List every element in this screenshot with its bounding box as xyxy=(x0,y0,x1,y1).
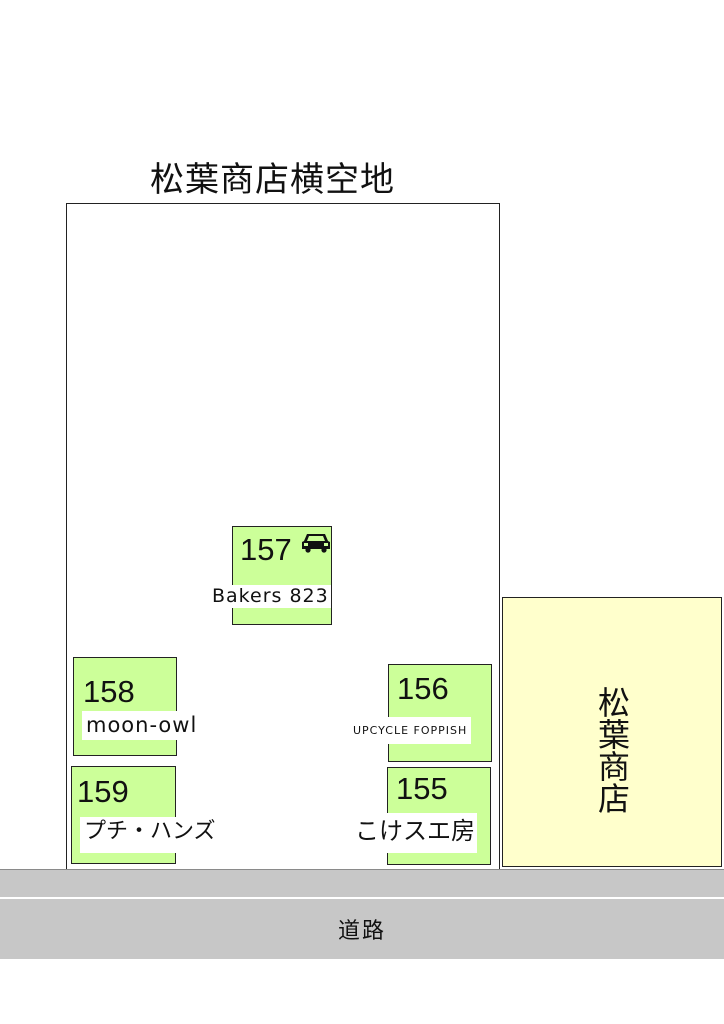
stall-number: 158 xyxy=(83,674,135,709)
stall-name: Bakers 823 xyxy=(210,585,331,608)
stall-157[interactable]: 157 Bakers 823 xyxy=(210,526,332,625)
road: 道路 xyxy=(0,899,724,959)
stall-name: プチ・ハンズ xyxy=(80,817,220,853)
shop-building[interactable]: 松葉商店 xyxy=(502,597,722,867)
stall-number: 159 xyxy=(77,774,129,809)
stall-name: moon-owl xyxy=(82,711,202,740)
road-divider xyxy=(0,897,724,899)
stall-155[interactable]: 155 こけスエ房 xyxy=(353,767,491,865)
stall-159[interactable]: 159 プチ・ハンズ xyxy=(71,766,220,864)
stall-number: 155 xyxy=(396,771,448,806)
shop-name: 松葉商店 xyxy=(593,686,631,814)
stall-name: UPCYCLE FOPPISH xyxy=(349,717,472,744)
stall-number: 157 xyxy=(240,532,292,567)
stall-number: 156 xyxy=(397,671,449,706)
sidewalk xyxy=(0,869,724,897)
car-icon xyxy=(302,534,330,553)
stall-name: こけスエ房 xyxy=(353,813,477,853)
lot-title: 松葉商店横空地 xyxy=(150,160,395,200)
stall-156[interactable]: 156 UPCYCLE FOPPISH xyxy=(349,664,492,762)
stall-158[interactable]: 158 moon-owl xyxy=(73,657,202,756)
road-label: 道路 xyxy=(337,919,386,944)
